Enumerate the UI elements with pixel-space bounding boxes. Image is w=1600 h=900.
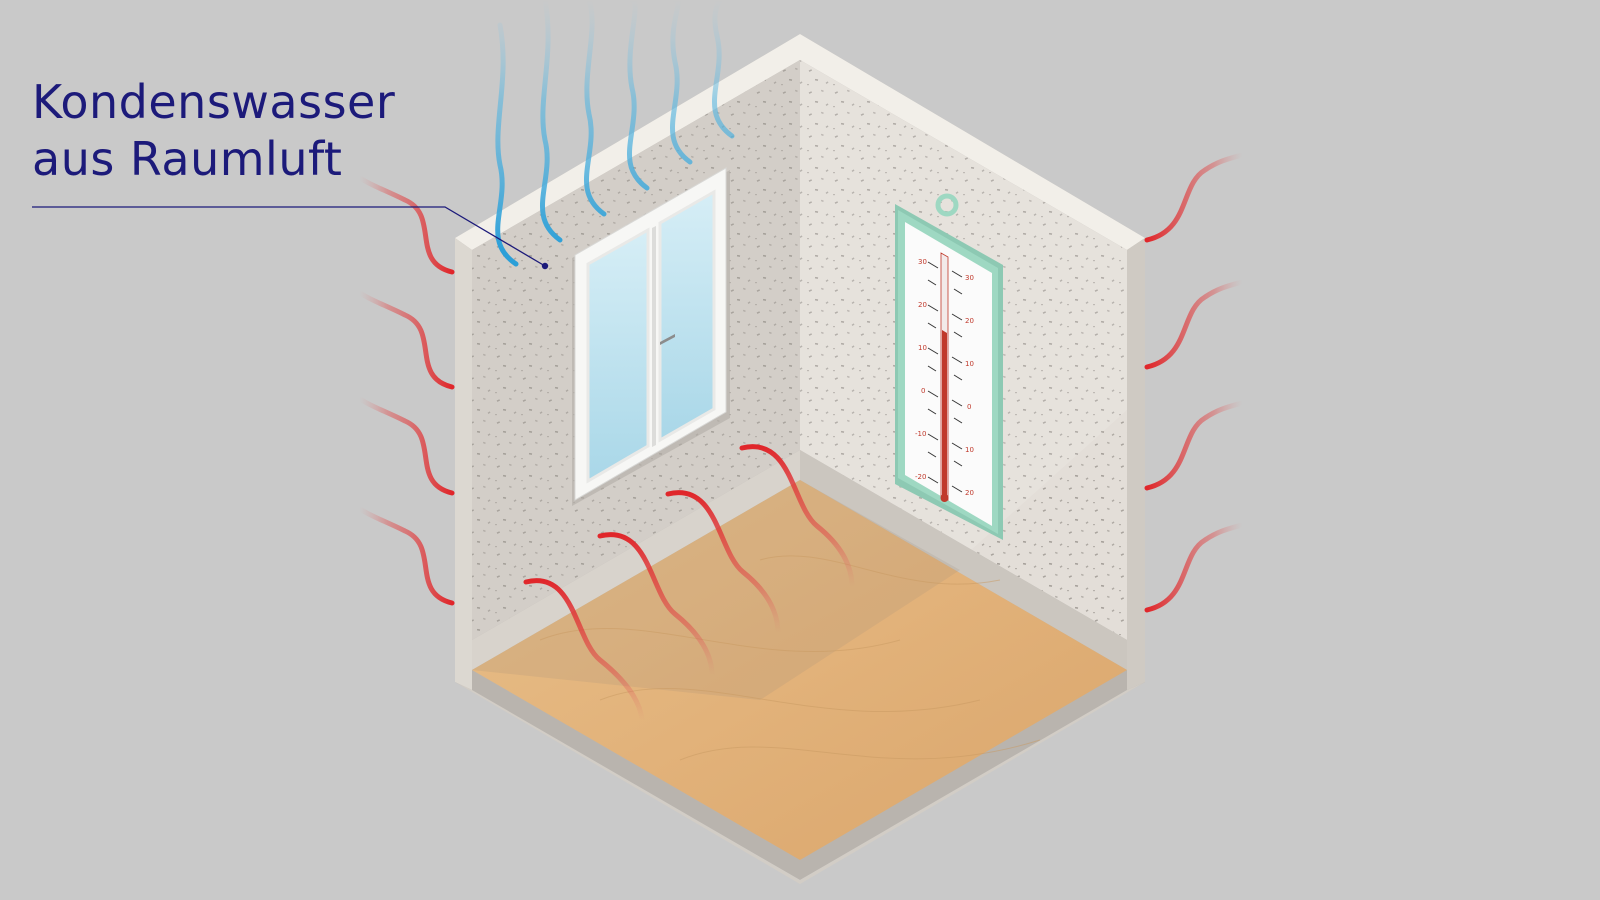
heat-wave bbox=[1144, 152, 1245, 243]
heat-wave bbox=[523, 578, 645, 723]
thermo-left-tick-label: 10 bbox=[918, 344, 927, 352]
callout-leader bbox=[32, 206, 549, 270]
floor-shadow bbox=[472, 480, 960, 700]
heat-wave bbox=[357, 506, 455, 606]
thermo-left-tick-label: -10 bbox=[915, 430, 926, 438]
window-handle-icon bbox=[660, 334, 675, 345]
thermo-left-tick-label: 30 bbox=[918, 258, 927, 266]
thermo-right-tick-label: 10 bbox=[965, 360, 974, 368]
thermo-right-tick-label: 10 bbox=[965, 446, 974, 454]
thermo-right-tick-label: 20 bbox=[965, 489, 974, 497]
heat-waves-left bbox=[357, 175, 455, 606]
condensation-wave bbox=[712, 0, 735, 139]
heat-wave bbox=[597, 532, 715, 678]
window bbox=[572, 167, 730, 506]
heat-waves-right bbox=[1144, 152, 1245, 613]
thermo-left-tick-label: -20 bbox=[915, 473, 926, 481]
baseboard-right bbox=[800, 450, 1127, 670]
heat-wave bbox=[665, 490, 781, 636]
wall-thermometer: 30 20 10 0 -10 -20 30 20 10 0 10 20 bbox=[895, 193, 1003, 540]
condensation-wave bbox=[670, 0, 693, 165]
callout-label: Kondenswasser aus Raumluft bbox=[32, 74, 395, 188]
heat-wave bbox=[357, 290, 455, 390]
condensation-wave bbox=[540, 0, 563, 243]
heat-wave bbox=[1144, 279, 1245, 370]
callout-label-line1: Kondenswasser bbox=[32, 75, 396, 129]
heat-wave bbox=[1144, 400, 1245, 491]
condensation-wave bbox=[584, 0, 607, 217]
floor bbox=[472, 480, 1127, 860]
thermo-left-tick-label: 20 bbox=[918, 301, 927, 309]
baseboard-left bbox=[472, 450, 800, 670]
thermo-right-tick-label: 0 bbox=[967, 403, 971, 411]
heat-waves-floor bbox=[523, 444, 855, 723]
heat-wave bbox=[357, 175, 455, 275]
thermo-right-tick-label: 30 bbox=[965, 274, 974, 282]
condensation-wave bbox=[627, 0, 650, 191]
heat-wave bbox=[1144, 522, 1245, 613]
heat-wave bbox=[739, 444, 855, 590]
callout-label-line2: aus Raumluft bbox=[32, 132, 343, 186]
heat-wave bbox=[357, 396, 455, 496]
thermo-right-tick-label: 20 bbox=[965, 317, 974, 325]
thermo-left-tick-label: 0 bbox=[921, 387, 925, 395]
